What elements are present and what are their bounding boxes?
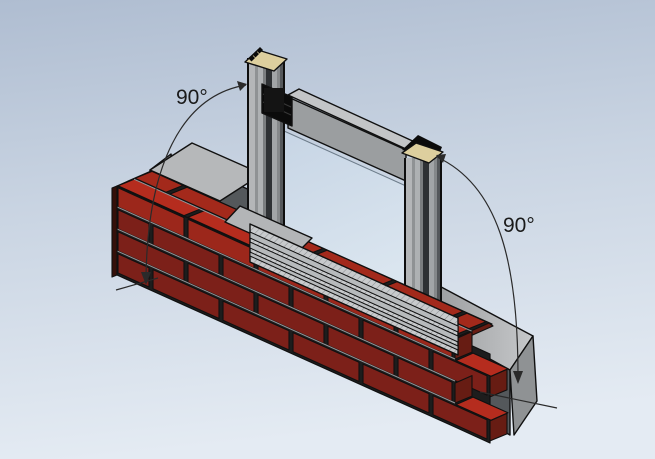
brick bbox=[455, 396, 509, 421]
mortar-joint bbox=[116, 250, 456, 404]
left-jamb-post bbox=[244, 47, 293, 254]
sill-board bbox=[249, 231, 459, 333]
post-cap-right bbox=[401, 142, 444, 164]
brick bbox=[454, 375, 473, 404]
mortar-joint bbox=[116, 228, 456, 382]
brick bbox=[449, 312, 487, 330]
brick bbox=[292, 332, 360, 383]
brick bbox=[117, 253, 150, 288]
angle-label-right: 90° bbox=[503, 214, 535, 237]
brick bbox=[152, 269, 220, 320]
arrowhead bbox=[237, 81, 247, 91]
sill-board bbox=[249, 241, 459, 343]
brick bbox=[362, 363, 430, 414]
brick bbox=[117, 178, 202, 217]
brick bbox=[111, 185, 118, 278]
cap-clip bbox=[248, 55, 255, 62]
sill-board bbox=[249, 251, 459, 351]
arrowhead bbox=[436, 154, 446, 163]
mortar-joint bbox=[116, 206, 456, 360]
angle-annotation-right: 90° bbox=[436, 154, 558, 409]
angle-annotation-left: 90° bbox=[115, 81, 247, 291]
arrowhead bbox=[141, 272, 151, 285]
angle-label-left: 90° bbox=[176, 86, 208, 109]
brick bbox=[489, 412, 508, 442]
cap-clip bbox=[252, 51, 259, 58]
arrowhead bbox=[513, 371, 523, 384]
insulated-sill bbox=[224, 205, 459, 356]
brick bbox=[222, 300, 290, 351]
cap-clip bbox=[256, 47, 263, 54]
brick bbox=[432, 351, 488, 396]
brick bbox=[432, 395, 488, 440]
brick bbox=[455, 352, 509, 377]
brick bbox=[489, 368, 508, 398]
right-jamb-post bbox=[401, 135, 444, 318]
brick bbox=[134, 170, 184, 193]
beam-bracket bbox=[261, 83, 293, 127]
